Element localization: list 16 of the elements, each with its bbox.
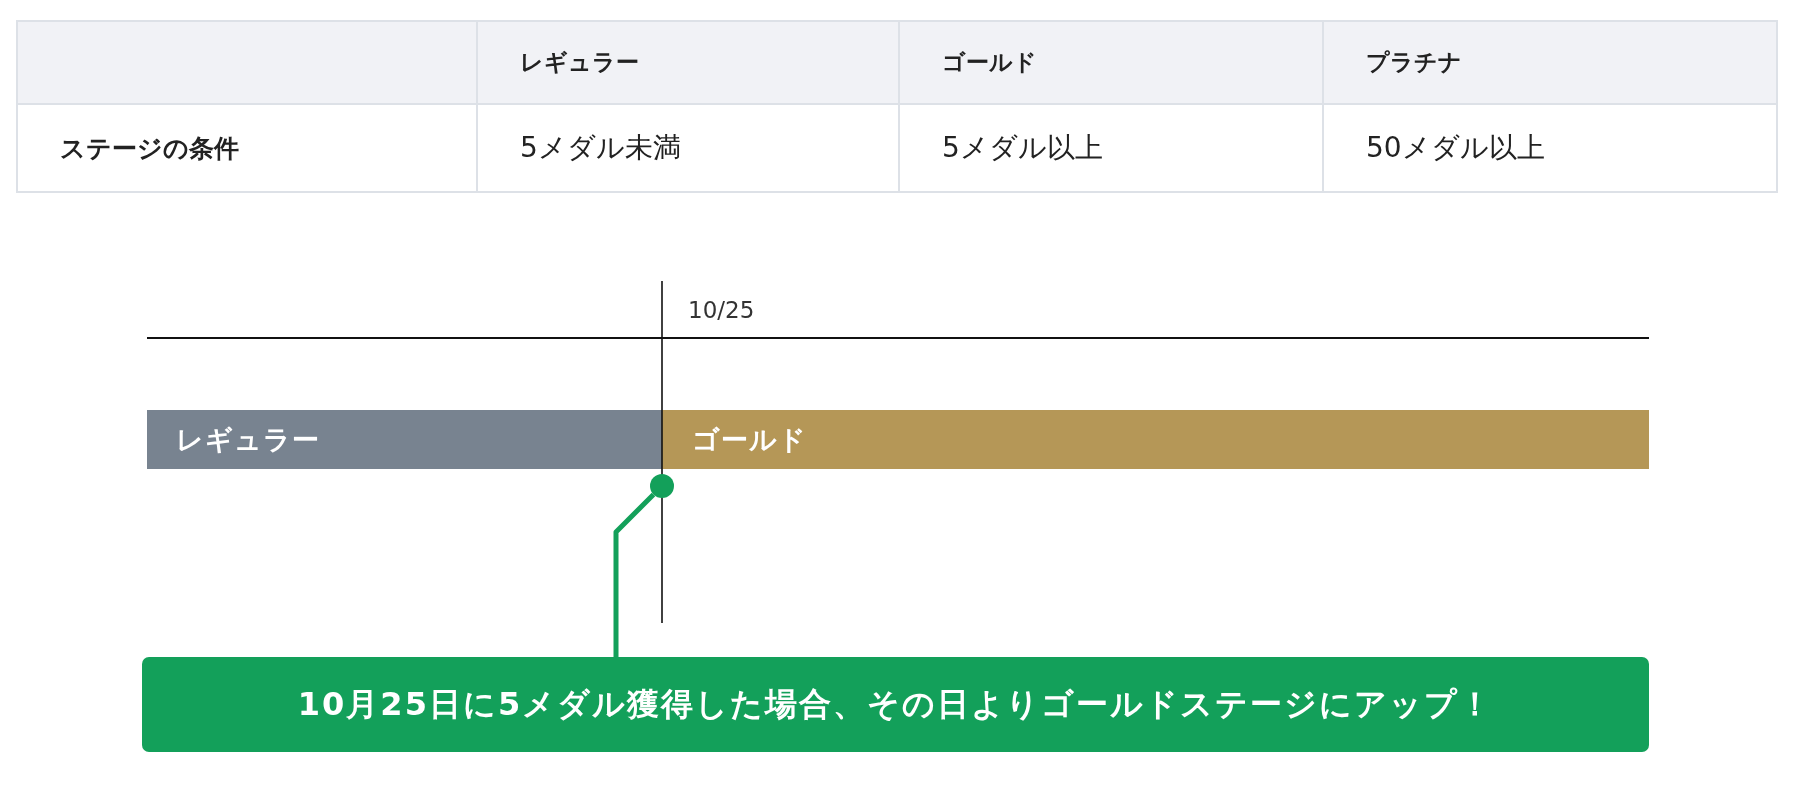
row-header-cell: ステージの条件	[18, 105, 476, 191]
table-header-cell: レギュラー	[478, 22, 898, 103]
stage-bar	[147, 410, 662, 469]
leader-line	[613, 492, 656, 657]
timeline-marker-dot	[650, 474, 674, 498]
callout-text: 10月25日に5メダル獲得した場合、その日よりゴールドステージにアップ！	[297, 683, 1494, 725]
table-cell: 5メダル以上	[900, 105, 1322, 191]
table-header-cell: ゴールド	[900, 22, 1322, 103]
date-label: 10/25	[688, 296, 755, 325]
table-cell: 50メダル以上	[1324, 105, 1776, 191]
stage-label: レギュラー	[176, 422, 320, 457]
stage-label: ゴールド	[692, 422, 807, 457]
table-cell: 5メダル未満	[478, 105, 898, 191]
callout-banner	[142, 657, 1649, 752]
table-header-cell: プラチナ	[1324, 22, 1776, 103]
stage-bar	[662, 410, 1649, 469]
